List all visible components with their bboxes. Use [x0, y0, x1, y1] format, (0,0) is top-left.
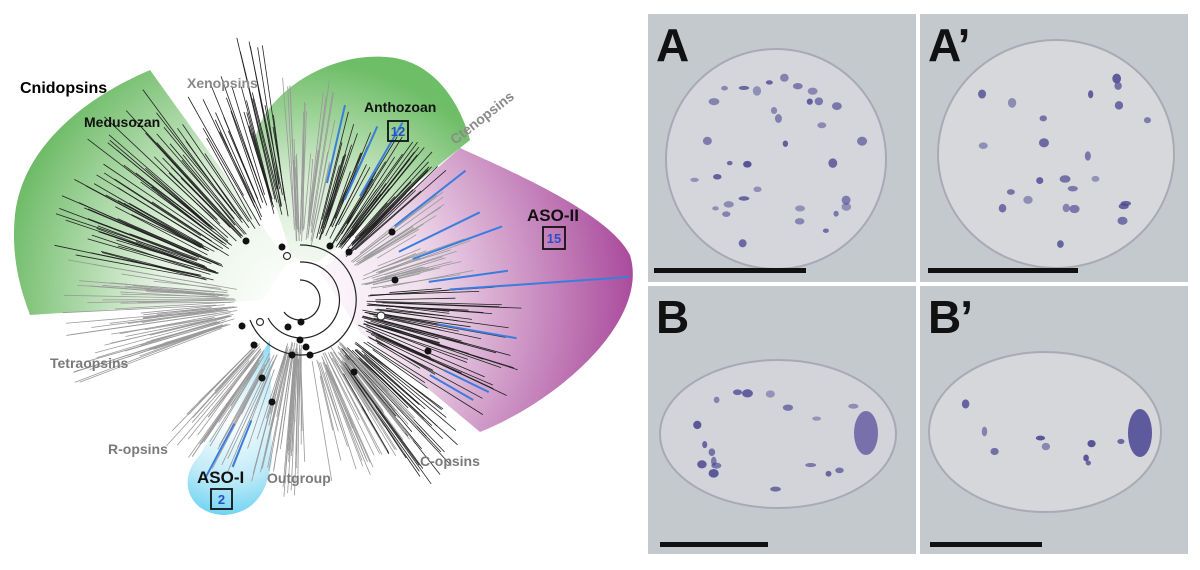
micrograph-panel-a: A: [648, 14, 916, 282]
micrograph-panel-b: B: [648, 286, 916, 554]
label-outgroup: Outgroup: [267, 470, 331, 486]
count-aso-ii: 15: [547, 231, 561, 246]
count-aso-i: 2: [218, 492, 225, 507]
label-anthozoan: Anthozoan: [364, 99, 436, 115]
label-medusozan: Medusozan: [84, 114, 160, 130]
embryo-image-b-prime: [928, 351, 1162, 513]
label-tetraopsins: Tetraopsins: [50, 355, 129, 371]
cnidopsin-medusozan-region: [13, 70, 288, 315]
micrograph-panel-a-prime: A’: [920, 14, 1188, 282]
label-c-opsins: C-opsins: [420, 453, 480, 469]
opsin-phylogenetic-tree: Cnidopsins Medusozan Xenopsins Anthozoan…: [13, 37, 633, 515]
label-cnidopsins: Cnidopsins: [20, 80, 107, 97]
embryo-image-a: [665, 48, 887, 270]
embryo-image-b: [659, 359, 897, 509]
count-box-anthozoan: [387, 120, 409, 142]
count-box-aso-i: [210, 488, 233, 510]
scale-bar-b: [660, 542, 768, 547]
panel-label-a-prime: A’: [928, 19, 970, 71]
panel-label-a: A: [656, 19, 689, 71]
scale-bar-a: [654, 268, 806, 273]
label-xenopsins: Xenopsins: [187, 75, 258, 91]
label-aso-ii: ASO-II: [527, 206, 579, 225]
panel-label-b-prime: B’: [928, 291, 973, 343]
tree-backbone: [249, 244, 357, 356]
scale-bar-a-prime: [928, 268, 1078, 273]
count-box-aso-ii: [542, 226, 566, 250]
micrograph-panel-b-prime: B’: [920, 286, 1188, 554]
label-aso-i: ASO-I: [197, 468, 244, 487]
scale-bar-b-prime: [930, 542, 1042, 547]
label-r-opsins: R-opsins: [108, 441, 168, 457]
count-anthozoan: 12: [391, 124, 405, 139]
node-markers: [238, 228, 432, 406]
panel-label-b: B: [656, 291, 689, 343]
